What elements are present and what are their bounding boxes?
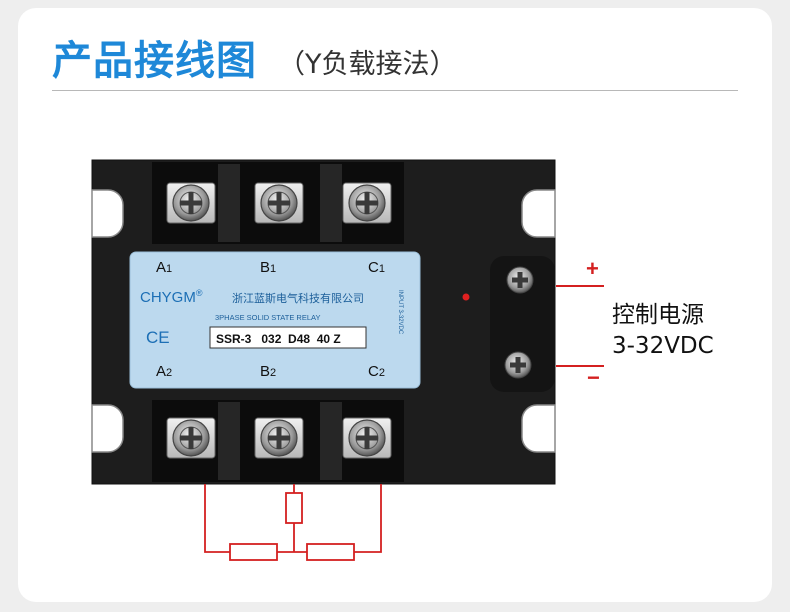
load-wire-a — [204, 484, 230, 553]
terminal-screw-b2 — [254, 417, 304, 459]
title-divider — [52, 90, 738, 91]
brand-name: CHYGM® — [140, 288, 203, 306]
terminal-screw-c1 — [342, 182, 392, 224]
y-load-wiring — [204, 484, 382, 561]
ce-mark: CE — [146, 328, 170, 347]
terminal-screw-b1 — [254, 182, 304, 224]
page-subtitle: （Y负载接法） — [278, 49, 457, 80]
plus-sign: + — [586, 256, 599, 281]
terminal-label-c1: C1 — [368, 259, 385, 276]
control-power-title: 控制电源 — [612, 302, 704, 328]
terminal-screw-c2 — [342, 417, 392, 459]
terminal-screw-a2 — [166, 417, 216, 459]
control-power-voltage: 3-32VDC — [612, 333, 714, 359]
input-note: INPUT 3-32VDC — [397, 290, 403, 335]
model-number: SSR-3 032 D48 40 Z — [216, 332, 341, 346]
company-name: 浙江蓝斯电气科技有限公司 — [232, 291, 364, 305]
page-title: 产品接线图 — [52, 38, 257, 84]
load-resistor-b — [285, 492, 303, 524]
input-terminal-minus — [504, 351, 532, 379]
model-box — [209, 326, 367, 349]
control-power-label: 控制电源 3-32VDC — [612, 300, 714, 362]
load-wire-c — [354, 484, 382, 553]
terminal-screw-a1 — [166, 182, 216, 224]
product-type: 3PHASE SOLID STATE RELAY — [215, 313, 320, 322]
terminal-label-c2: C2 — [368, 363, 385, 380]
terminal-label-b1: B1 — [260, 259, 276, 276]
terminal-label-a1: A1 — [156, 259, 172, 276]
minus-sign: − — [587, 365, 600, 390]
input-terminal-plus — [506, 266, 534, 294]
terminal-label-a2: A2 — [156, 363, 172, 380]
status-led — [462, 293, 470, 301]
terminal-label-b2: B2 — [260, 363, 276, 380]
load-resistor-c — [306, 543, 355, 561]
load-resistor-a — [229, 543, 278, 561]
relay-label-plate — [129, 251, 421, 389]
